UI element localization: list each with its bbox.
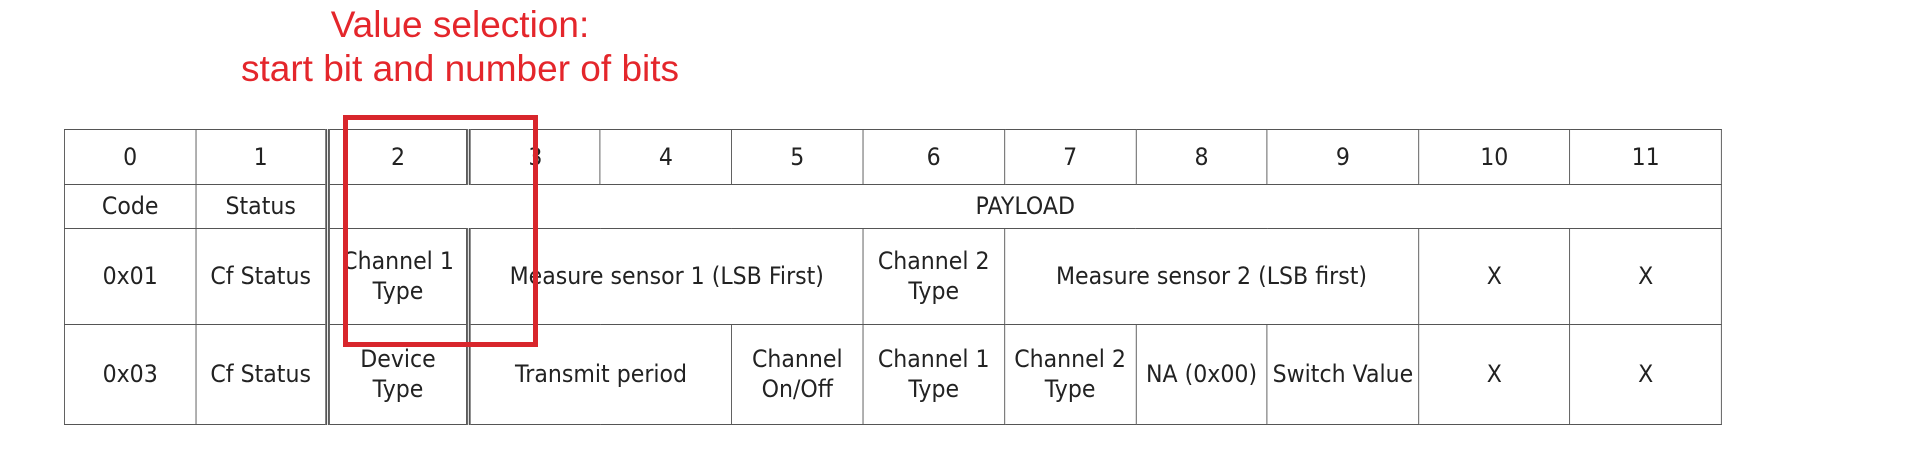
transmit-period-cell: Transmit period — [466, 323, 733, 426]
field-label-row: Code Status PAYLOAD — [64, 183, 1722, 230]
byte-11-cell: X — [1569, 323, 1722, 426]
byte-index-cell: 9 — [1266, 129, 1420, 185]
frame-code-cell: 0x01 — [64, 228, 197, 325]
frame-0x03-row: 0x03 Cf Status Device Type Transmit peri… — [64, 323, 1722, 426]
byte-10-cell: X — [1418, 323, 1571, 426]
byte-11-cell: X — [1569, 228, 1722, 325]
switch-value-cell: Switch Value — [1266, 323, 1420, 426]
payload-label: PAYLOAD — [325, 183, 1722, 230]
byte-10-cell: X — [1418, 228, 1571, 325]
payload-frame-table: 0 1 2 3 4 5 6 7 8 9 10 11 Code Status PA… — [64, 129, 1722, 426]
frame-status-cell: Cf Status — [195, 323, 328, 426]
byte-index-cell: 8 — [1135, 129, 1268, 185]
byte-index-cell: 11 — [1569, 129, 1722, 185]
frame-status-cell: Cf Status — [195, 228, 328, 325]
measure-sensor-2-cell: Measure sensor 2 (LSB first) — [1003, 228, 1420, 325]
byte-index-cell: 3 — [466, 129, 601, 185]
byte-index-row: 0 1 2 3 4 5 6 7 8 9 10 11 — [64, 129, 1722, 185]
channel-1-type-cell: Channel 1 Type — [325, 228, 470, 325]
code-label: Code — [64, 183, 197, 230]
device-type-cell: Device Type — [325, 323, 470, 426]
byte-index-cell: 7 — [1003, 129, 1137, 185]
na-cell: NA (0x00) — [1135, 323, 1268, 426]
byte-index-cell: 1 — [195, 129, 328, 185]
frame-0x01-row: 0x01 Cf Status Channel 1 Type Measure se… — [64, 228, 1722, 325]
annotation-line-2: start bit and number of bits — [240, 48, 680, 89]
channel-2-type-cell: Channel 2 Type — [862, 228, 1005, 325]
measure-sensor-1-cell: Measure sensor 1 (LSB First) — [466, 228, 864, 325]
byte-index-cell: 10 — [1418, 129, 1571, 185]
byte-index-cell: 6 — [862, 129, 1005, 185]
byte-index-cell: 4 — [599, 129, 733, 185]
channel-1-type-cell: Channel 1 Type — [862, 323, 1005, 426]
byte-index-cell: 5 — [731, 129, 864, 185]
frame-code-cell: 0x03 — [64, 323, 197, 426]
status-label: Status — [195, 183, 328, 230]
byte-index-cell: 2 — [325, 129, 470, 185]
byte-index-cell: 0 — [64, 129, 197, 185]
annotation-line-1: Value selection: — [330, 4, 590, 45]
channel-2-type-cell: Channel 2 Type — [1003, 323, 1137, 426]
channel-on-off-cell: Channel On/Off — [731, 323, 864, 426]
